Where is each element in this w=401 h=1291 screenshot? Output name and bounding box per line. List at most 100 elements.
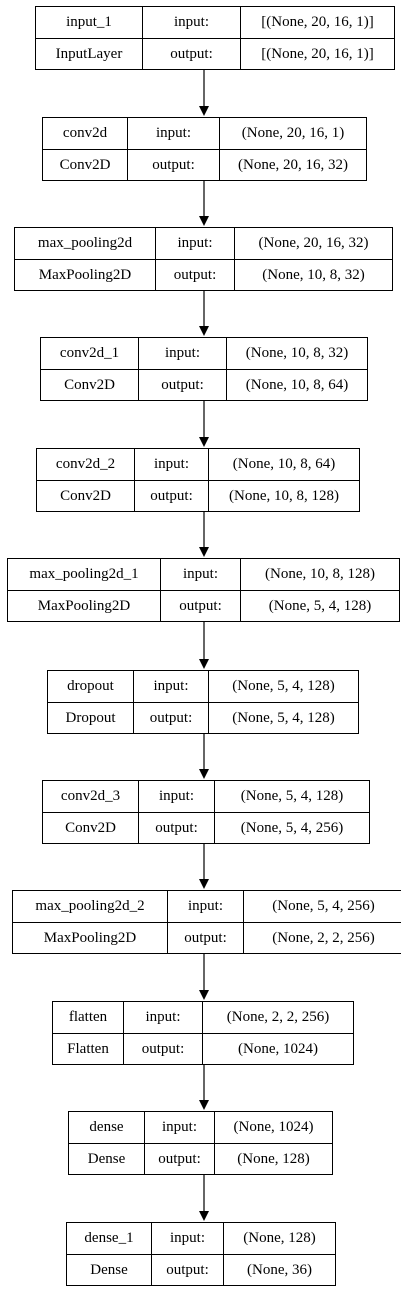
input-shape: (None, 5, 4, 256)	[272, 898, 375, 914]
output-label: output:	[139, 370, 227, 401]
input-label: input:	[124, 1002, 203, 1033]
output-label: output:	[143, 39, 241, 70]
arrowhead-icon	[199, 769, 209, 779]
layer-type: Dense	[67, 1255, 152, 1286]
input-label: input:	[143, 7, 241, 38]
arrowhead-icon	[199, 437, 209, 447]
layer-type: Conv2D	[41, 370, 139, 401]
input-label: input:	[139, 338, 227, 369]
layer-name: dense_1	[67, 1223, 152, 1254]
input-label: input:	[161, 559, 241, 590]
output-label: output:	[135, 481, 209, 512]
output-label: output:	[152, 1255, 224, 1286]
layer-name: conv2d_1	[41, 338, 139, 369]
layer-name: max_pooling2d	[15, 228, 156, 259]
layer-type: MaxPooling2D	[15, 260, 156, 291]
output-shape: (None, 10, 8, 64)	[245, 377, 349, 393]
arrowhead-icon	[199, 547, 209, 557]
output-shape: (None, 128)	[237, 1151, 310, 1167]
input-shape: (None, 5, 4, 128)	[232, 678, 335, 694]
input-shape: (None, 10, 8, 128)	[265, 566, 375, 582]
layer-type: Conv2D	[37, 481, 135, 512]
layer-name: conv2d_2	[37, 449, 135, 480]
layer-name: conv2d	[43, 118, 128, 149]
output-label: output:	[145, 1144, 215, 1175]
output-label: output:	[161, 591, 241, 622]
input-label: input:	[134, 671, 209, 702]
layer-name: max_pooling2d_1	[8, 559, 161, 590]
output-label: output:	[128, 150, 220, 181]
arrowhead-icon	[199, 106, 209, 116]
input-label: input:	[135, 449, 209, 480]
layer-name: max_pooling2d_2	[13, 891, 168, 922]
output-label: output:	[139, 813, 215, 844]
input-label: input:	[168, 891, 244, 922]
layer-type: Conv2D	[43, 150, 128, 181]
layer-type: Conv2D	[43, 813, 139, 844]
input-label: input:	[139, 781, 215, 812]
output-shape: (None, 5, 4, 128)	[268, 598, 372, 614]
input-shape: (None, 20, 16, 1)	[241, 125, 345, 141]
layer-type: MaxPooling2D	[8, 591, 161, 622]
output-shape: [(None, 20, 16, 1)]	[261, 46, 374, 62]
layer-name: dropout	[48, 671, 134, 702]
input-shape: (None, 5, 4, 128)	[240, 788, 344, 804]
arrowhead-icon	[199, 1100, 209, 1110]
arrowhead-icon	[199, 216, 209, 226]
output-shape: (None, 1024)	[238, 1041, 318, 1057]
input-shape: (None, 10, 8, 32)	[245, 345, 349, 361]
output-shape: (None, 10, 8, 128)	[229, 488, 339, 504]
input-label: input:	[152, 1223, 224, 1254]
output-shape: (None, 20, 16, 32)	[238, 157, 348, 173]
output-shape: (None, 10, 8, 32)	[262, 267, 365, 283]
output-shape: (None, 2, 2, 256)	[272, 930, 375, 946]
arrowhead-icon	[199, 326, 209, 336]
output-label: output:	[156, 260, 235, 291]
arrowhead-icon	[199, 659, 209, 669]
layer-name: dense	[69, 1112, 145, 1143]
output-shape: (None, 5, 4, 128)	[232, 710, 335, 726]
layer-name: conv2d_3	[43, 781, 139, 812]
input-shape: (None, 2, 2, 256)	[226, 1009, 330, 1025]
output-label: output:	[168, 923, 244, 954]
output-label: output:	[134, 703, 209, 734]
arrowhead-icon	[199, 879, 209, 889]
input-label: input:	[128, 118, 220, 149]
layer-type: Dense	[69, 1144, 145, 1175]
arrowhead-icon	[199, 990, 209, 1000]
input-label: input:	[145, 1112, 215, 1143]
layer-type: Dropout	[48, 703, 134, 734]
input-shape: (None, 20, 16, 32)	[258, 235, 369, 251]
